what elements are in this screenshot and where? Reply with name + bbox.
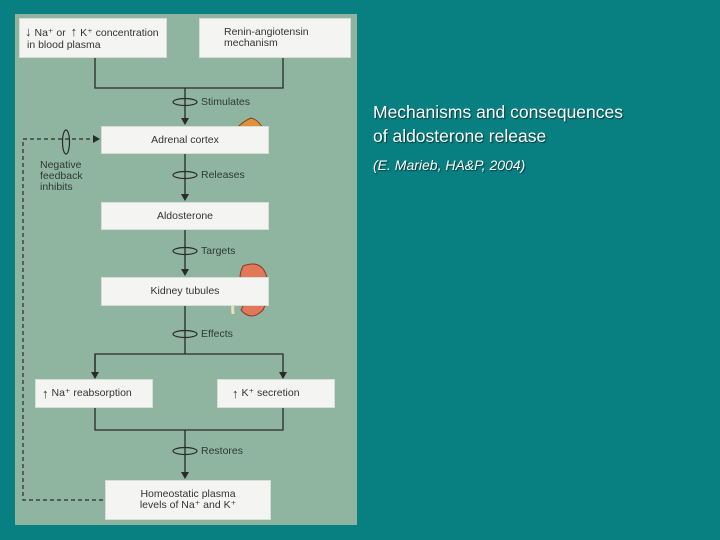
caption-title: Mechanisms and consequences of aldostero… <box>373 102 624 146</box>
na-reabsorption-box: ↑ Na⁺ reabsorption <box>35 379 153 408</box>
kidney-tubules-box: Kidney tubules <box>101 277 269 306</box>
renin-angiotensin-box: Renin-angiotensin mechanism <box>199 18 351 58</box>
releases-label: Releases <box>201 169 245 181</box>
feedback-switch-icon <box>61 129 71 155</box>
targets-switch-icon <box>172 246 198 256</box>
stimulates-label: Stimulates <box>201 96 251 108</box>
restores-switch-icon <box>172 446 198 456</box>
slide-caption: Mechanisms and consequences of aldostero… <box>373 100 703 173</box>
effects-label: Effects <box>201 328 233 340</box>
restores-label: Restores <box>201 445 244 457</box>
up-arrow-icon: ↑ <box>42 386 49 401</box>
flowchart-connectors <box>22 58 357 501</box>
stimulates-switch-icon <box>172 97 198 107</box>
adrenal-cortex-box: Adrenal cortex <box>101 126 269 154</box>
down-arrow-icon: ↓ <box>25 23 32 39</box>
effects-switch-icon <box>172 329 198 339</box>
top-merge-line <box>94 58 284 124</box>
releases-switch-icon <box>172 170 198 180</box>
negative-feedback-label: Negative feedback inhibits <box>40 159 83 193</box>
k-secretion-box: ↑ K⁺ secretion <box>217 379 335 408</box>
aldosterone-flowchart: ↓Na⁺ or ↑K⁺ concentration in blood plasm… <box>15 14 357 525</box>
bottom-merge-line <box>94 408 284 478</box>
up-arrow-icon: ↑ <box>232 386 239 401</box>
caption-citation: (E. Marieb, HA&P, 2004) <box>373 157 526 173</box>
kidney-split-line <box>94 306 283 378</box>
aldosterone-box: Aldosterone <box>101 202 269 230</box>
targets-label: Targets <box>201 245 236 257</box>
up-arrow-icon: ↑ <box>70 23 78 39</box>
homeostatic-levels-box: Homeostatic plasma levels of Na⁺ and K⁺ <box>105 480 271 520</box>
negative-feedback-line <box>22 135 103 501</box>
na-k-concentration-box: ↓Na⁺ or ↑K⁺ concentration in blood plasm… <box>19 18 167 58</box>
